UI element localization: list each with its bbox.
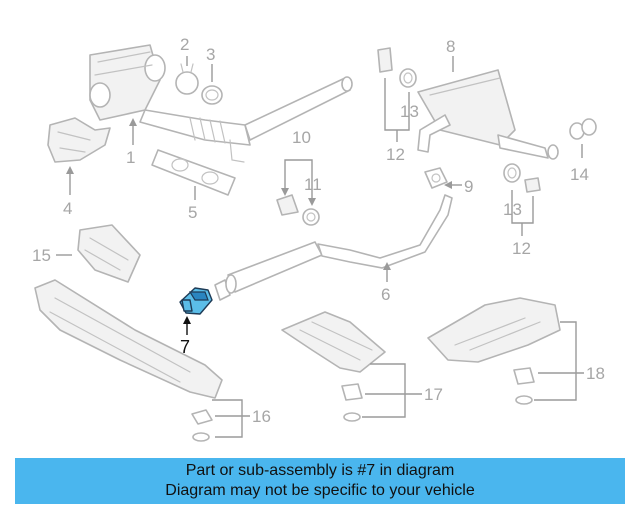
callout-16: 16 (252, 407, 271, 426)
callout-2: 2 (180, 35, 189, 54)
part-6-center-pipe (214, 194, 453, 301)
part-9-hanger (424, 167, 448, 189)
callout-4: 4 (63, 199, 72, 218)
callout-15: 15 (32, 246, 51, 265)
callout-6: 6 (381, 285, 390, 304)
callout-7: 7 (180, 337, 190, 357)
callout-8: 8 (446, 37, 455, 56)
callout-11: 11 (304, 175, 322, 194)
callout-13-top: 13 (400, 102, 419, 121)
part-3-gasket (201, 85, 223, 105)
part-14-tail-pipe-tips (569, 118, 597, 140)
callout-18: 18 (586, 364, 605, 383)
callout-9: 9 (464, 177, 473, 196)
banner-line-part-number: Part or sub-assembly is #7 in diagram (185, 462, 455, 479)
callout-14: 14 (570, 165, 589, 184)
part-1-catalytic-converter (89, 44, 353, 163)
callout-13-lower: 13 (503, 200, 522, 219)
part-12-hanger-bracket-lower (524, 177, 541, 193)
callout-12-lower: 12 (512, 239, 531, 258)
info-banner: Part or sub-assembly is #7 in diagram Di… (15, 458, 625, 504)
part-12-hanger-bracket-top (377, 47, 393, 73)
part-15-heat-shield (77, 224, 141, 283)
banner-line-disclaimer: Diagram may not be specific to your vehi… (165, 482, 475, 499)
part-13-bushing-top (399, 68, 417, 88)
part-7-clamp-highlighted[interactable] (179, 287, 213, 315)
part-8-rear-muffler (417, 69, 559, 160)
callout-3: 3 (206, 45, 215, 64)
part-13-bushing-lower (503, 163, 521, 183)
callout-10: 10 (292, 128, 311, 147)
callout-1: 1 (126, 148, 135, 167)
part-5-flange-gasket (151, 149, 236, 196)
callout-12-top: 12 (386, 145, 405, 164)
part-11-bushing (302, 208, 320, 226)
part-17-center-heat-shield (281, 311, 386, 422)
part-4-bracket (47, 117, 111, 163)
callout-17: 17 (424, 385, 443, 404)
exhaust-system-diagram: 1 2 3 4 5 6 7 (32, 35, 605, 442)
callout-5: 5 (188, 203, 197, 222)
part-16-long-heat-shield (34, 279, 223, 442)
part-18-rear-heat-shield (427, 297, 561, 405)
part-2-clamp (175, 63, 199, 95)
part-10-mount (276, 194, 299, 216)
